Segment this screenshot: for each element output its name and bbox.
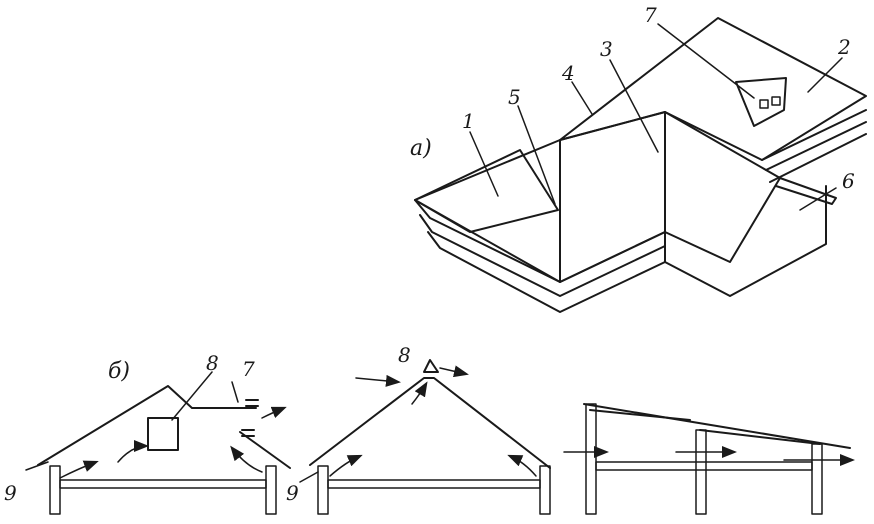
callout-leader-b2 xyxy=(299,471,319,483)
roof-isometric-view xyxy=(414,17,867,313)
wall-right-3 xyxy=(811,443,823,515)
callout-6: 6 xyxy=(842,169,855,193)
wind-arrow-out xyxy=(439,365,469,378)
eave-band-2 xyxy=(419,214,666,297)
callout-leaders-a xyxy=(469,23,843,211)
airflow-arrow-4 xyxy=(261,406,287,419)
eave-band-3 xyxy=(427,231,666,313)
ceiling-slab-1 xyxy=(59,479,267,489)
right-eave-bands xyxy=(761,109,867,183)
callout-9-section-2: 9 xyxy=(286,481,299,505)
roof-slope-4 xyxy=(414,111,666,283)
callout-leaders-b1 xyxy=(25,371,239,471)
airflow-arrow-7 xyxy=(411,381,428,405)
wall-edges xyxy=(559,139,827,297)
callout-4: 4 xyxy=(561,61,575,85)
ridge-vent-cap-8 xyxy=(423,359,439,373)
section-1-gable xyxy=(25,371,291,515)
callout-2: 2 xyxy=(837,35,851,59)
callout-1: 1 xyxy=(462,109,475,133)
airflow-arrow-5 xyxy=(329,454,363,477)
gable-roof-lines-1 xyxy=(37,385,291,469)
airflow-arrow-3 xyxy=(230,445,263,473)
wind-arrow-in xyxy=(355,374,401,387)
sloped-roof-line xyxy=(583,403,851,449)
callout-7-section-1: 7 xyxy=(242,357,255,381)
callout-8-section-1: 8 xyxy=(206,351,219,375)
eave-overhang-6 xyxy=(775,177,837,205)
wall-left-3 xyxy=(585,403,597,515)
wall-left-2 xyxy=(317,465,329,515)
dormer-7 xyxy=(735,77,787,127)
callout-3: 3 xyxy=(600,37,613,61)
dormer-window-left xyxy=(759,99,769,109)
part-label-b: б) xyxy=(108,359,130,384)
airflow-arrow-6 xyxy=(507,454,537,477)
inner-roof-line xyxy=(589,409,821,445)
callout-5: 5 xyxy=(508,85,521,109)
section-2-ridge-vent xyxy=(299,359,551,515)
ceiling-slab-3 xyxy=(595,461,813,471)
callout-7-a: 7 xyxy=(644,3,657,27)
dormer-window-right xyxy=(771,96,781,106)
section-3-flat-roof xyxy=(563,403,855,515)
gable-roof-lines-2 xyxy=(309,377,551,469)
ceiling-slab-2 xyxy=(327,479,541,489)
callout-8-section-2: 8 xyxy=(398,343,411,367)
eave-band-1 xyxy=(414,199,666,283)
roof-slope-3 xyxy=(664,111,781,263)
louver-7 xyxy=(241,399,259,437)
wall-right-2 xyxy=(539,465,551,515)
wall-left-1 xyxy=(49,465,61,515)
wall-right-1 xyxy=(265,465,277,515)
vent-block-8 xyxy=(147,417,179,451)
part-label-a: а) xyxy=(410,136,432,161)
airflow-arrow-2 xyxy=(117,440,149,463)
airflow-arrow-1 xyxy=(59,460,99,479)
callout-9-section-1: 9 xyxy=(4,481,17,505)
wall-middle-3 xyxy=(695,429,707,515)
